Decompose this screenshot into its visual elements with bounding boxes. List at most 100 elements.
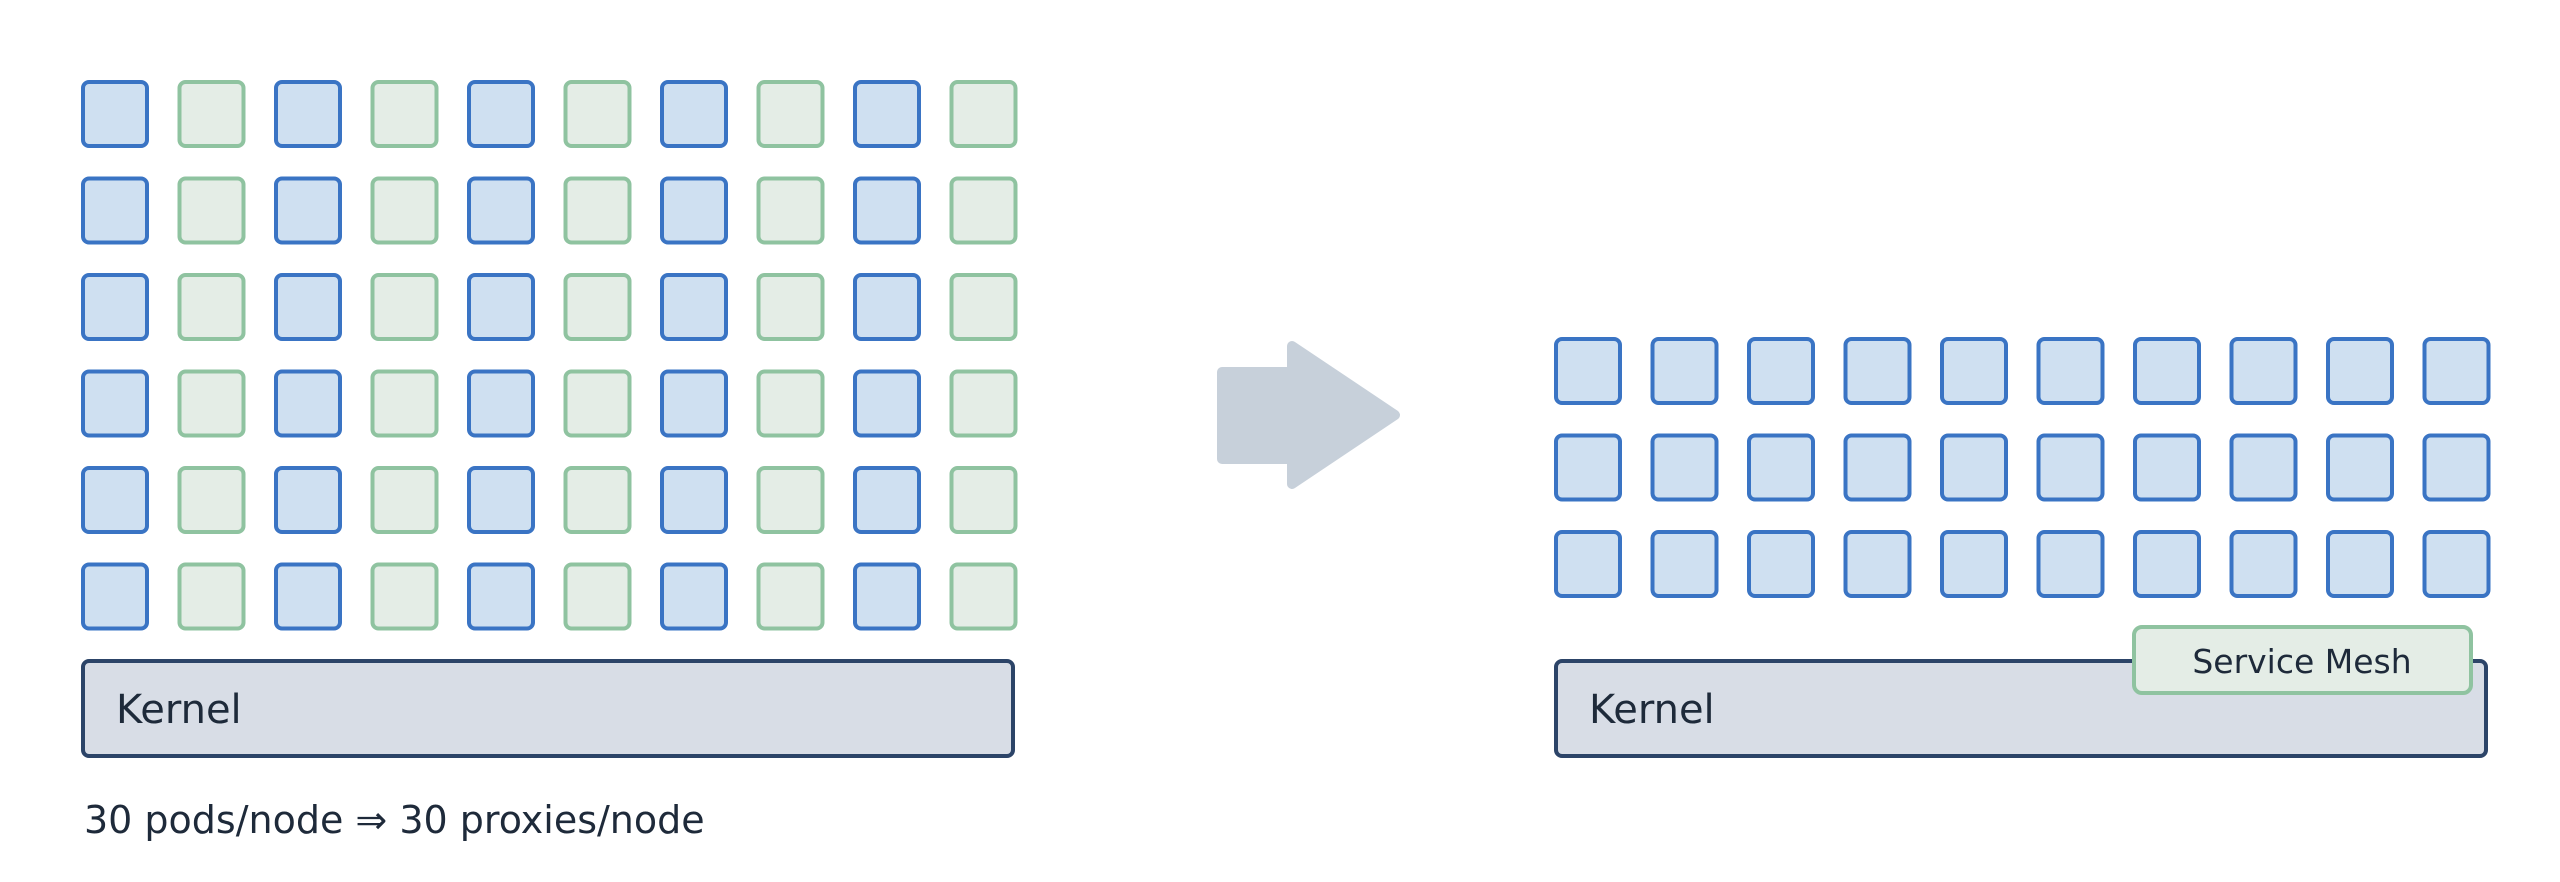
right-pod-box <box>2229 337 2298 405</box>
left-pod-box <box>853 466 921 534</box>
right-panel: Kernel Service Mesh <box>1554 337 2491 758</box>
left-proxy-box <box>370 80 439 148</box>
service-mesh-label: Service Mesh <box>2192 642 2411 681</box>
left-pod-box <box>81 176 149 245</box>
right-pod-box <box>2036 433 2105 502</box>
left-pod-box <box>81 369 149 438</box>
left-pod-box <box>853 273 921 341</box>
left-pod-box <box>81 273 149 341</box>
left-proxy-box <box>177 273 246 341</box>
right-pod-box <box>1554 337 1622 405</box>
right-pod-box <box>1650 530 1719 598</box>
left-proxy-box <box>949 369 1018 438</box>
left-proxy-box <box>949 80 1018 148</box>
left-proxy-box <box>177 80 246 148</box>
left-pod-box <box>467 273 535 341</box>
left-proxy-box <box>370 176 439 245</box>
left-pod-box <box>81 562 149 631</box>
left-proxy-box <box>177 562 246 631</box>
left-proxy-box <box>370 466 439 534</box>
left-pod-box <box>853 369 921 438</box>
left-proxy-box <box>756 562 825 631</box>
left-proxy-box <box>563 562 632 631</box>
left-pod-box <box>660 176 728 245</box>
left-pod-box <box>467 80 535 148</box>
right-pod-box <box>2326 433 2394 502</box>
right-pod-box <box>1554 530 1622 598</box>
left-panel: Kernel 30 pods/node ⇒ 30 proxies/node <box>81 80 1018 842</box>
right-pod-box <box>2422 530 2491 598</box>
left-proxy-box <box>563 80 632 148</box>
right-pod-box <box>2422 433 2491 502</box>
left-pod-box <box>467 466 535 534</box>
left-pod-box <box>853 176 921 245</box>
left-pod-box <box>274 176 342 245</box>
left-proxy-box <box>563 176 632 245</box>
right-pod-box <box>2326 337 2394 405</box>
right-kernel-label: Kernel <box>1589 687 1715 733</box>
right-pod-box <box>2422 337 2491 405</box>
left-pod-box <box>660 466 728 534</box>
left-proxy-box <box>949 562 1018 631</box>
left-proxy-box <box>756 273 825 341</box>
left-kernel-box <box>81 659 1015 758</box>
right-pod-box <box>2326 530 2394 598</box>
left-pod-box <box>274 562 342 631</box>
left-pod-box <box>660 562 728 631</box>
left-pod-box <box>274 80 342 148</box>
left-proxy-box <box>756 466 825 534</box>
right-pod-box <box>2133 530 2201 598</box>
right-pod-box <box>2036 530 2105 598</box>
left-container-grid <box>81 80 1018 631</box>
left-proxy-box <box>949 466 1018 534</box>
left-proxy-box <box>563 369 632 438</box>
left-proxy-box <box>370 273 439 341</box>
left-pod-box <box>274 466 342 534</box>
left-proxy-box <box>756 369 825 438</box>
left-pod-box <box>853 562 921 631</box>
left-kernel-label: Kernel <box>116 687 242 733</box>
left-pod-box <box>467 176 535 245</box>
left-proxy-box <box>177 176 246 245</box>
transition-arrow <box>1217 341 1400 489</box>
left-proxy-box <box>177 466 246 534</box>
right-pod-box <box>1650 433 1719 502</box>
right-pod-box <box>1747 530 1815 598</box>
left-proxy-box <box>949 273 1018 341</box>
right-pod-box <box>1747 337 1815 405</box>
left-proxy-box <box>756 176 825 245</box>
left-pod-box <box>467 369 535 438</box>
left-proxy-box <box>949 176 1018 245</box>
left-proxy-box <box>177 369 246 438</box>
left-proxy-box <box>756 80 825 148</box>
left-proxy-box <box>370 562 439 631</box>
left-pod-box <box>660 273 728 341</box>
right-pod-box <box>1843 530 1912 598</box>
left-pod-box <box>274 369 342 438</box>
right-pod-box <box>2229 433 2298 502</box>
left-proxy-box <box>563 466 632 534</box>
right-pod-box <box>2133 433 2201 502</box>
right-pod-box <box>1940 337 2008 405</box>
left-pod-box <box>467 562 535 631</box>
left-pod-box <box>274 273 342 341</box>
node-caption: 30 pods/node ⇒ 30 proxies/node <box>84 798 705 842</box>
right-pod-box <box>1940 433 2008 502</box>
right-pod-box <box>2036 337 2105 405</box>
right-pod-box <box>1747 433 1815 502</box>
left-pod-box <box>660 369 728 438</box>
left-proxy-box <box>563 273 632 341</box>
left-pod-box <box>660 80 728 148</box>
right-pod-box <box>2229 530 2298 598</box>
left-pod-box <box>81 466 149 534</box>
right-container-grid <box>1554 337 2491 598</box>
right-pod-box <box>1554 433 1622 502</box>
left-pod-box <box>81 80 149 148</box>
right-pod-box <box>1843 337 1912 405</box>
right-pod-box <box>1843 433 1912 502</box>
left-pod-box <box>853 80 921 148</box>
right-pod-box <box>2133 337 2201 405</box>
right-pod-box <box>1940 530 2008 598</box>
left-proxy-box <box>370 369 439 438</box>
